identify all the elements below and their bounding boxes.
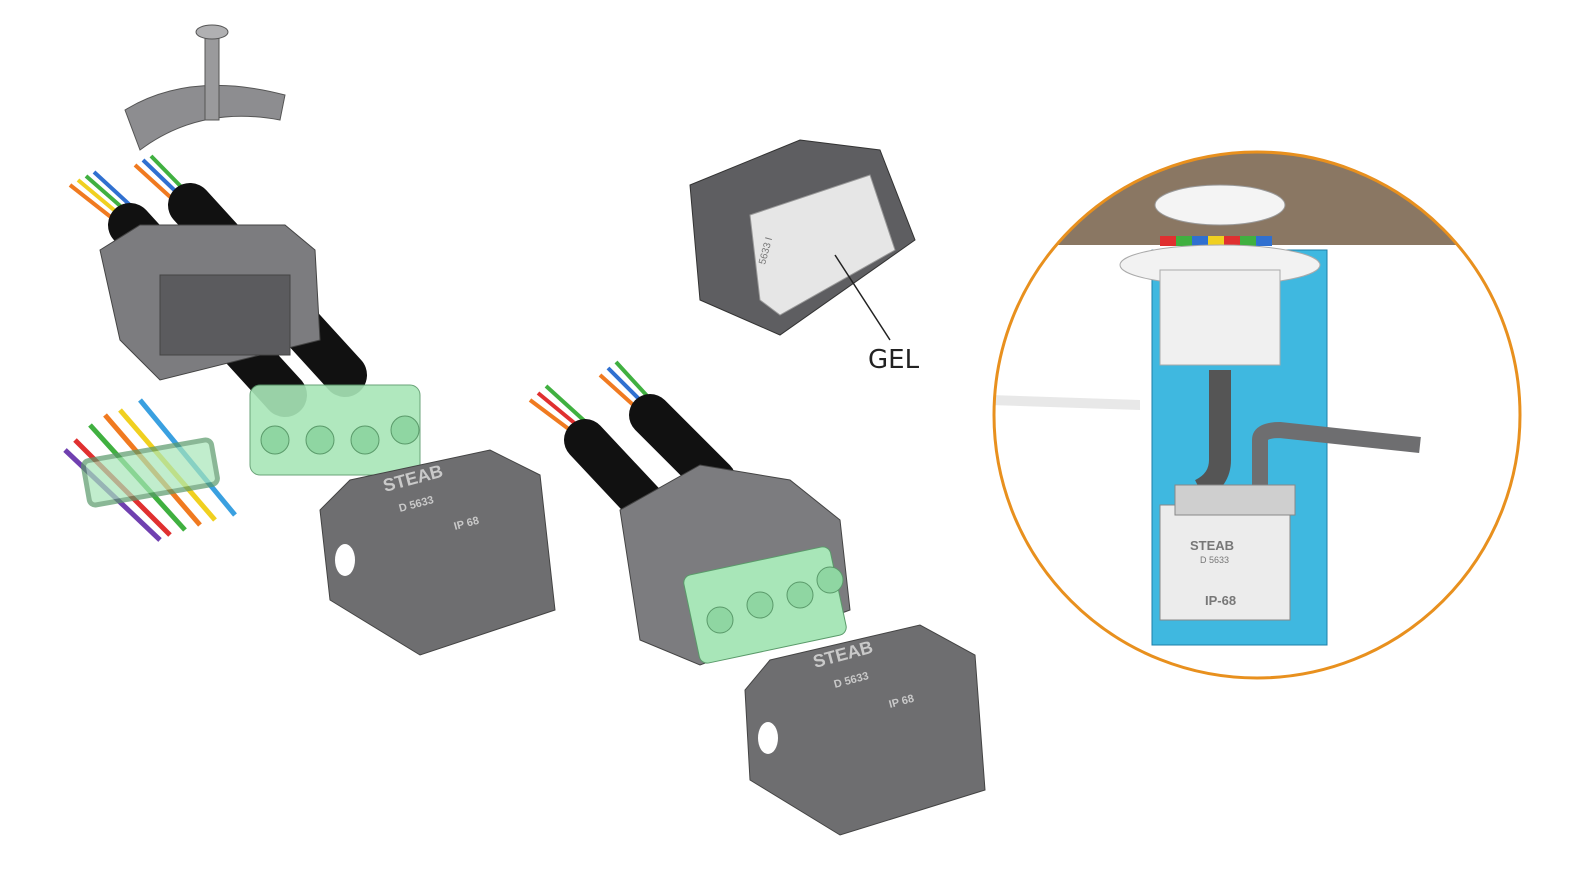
gel-label: GEL bbox=[868, 345, 920, 375]
wire-bundle-top bbox=[68, 154, 202, 242]
inset-rating-text: IP-68 bbox=[1205, 593, 1236, 608]
lamp-color-ring bbox=[1160, 236, 1272, 246]
gel-leader-line bbox=[834, 254, 891, 341]
inset-brand-text: STEAB bbox=[1190, 538, 1234, 553]
housing-assembled-middle bbox=[619, 464, 851, 666]
housing-frame-left bbox=[99, 224, 321, 381]
terminal-block-left bbox=[249, 384, 421, 476]
installation-inset: STEAB D 5633 IP-68 bbox=[994, 152, 1520, 678]
clamp-bracket bbox=[124, 24, 286, 151]
inset-model-text: D 5633 bbox=[1200, 555, 1229, 565]
housing-cover-right: STEAB D 5633 IP 68 bbox=[744, 624, 986, 836]
inset-border-circle bbox=[992, 150, 1522, 680]
gel-cover: 5633 I GEL bbox=[689, 139, 920, 375]
loose-wires bbox=[63, 398, 237, 542]
housing-cover-left: STEAB D 5633 IP 68 bbox=[319, 449, 556, 656]
